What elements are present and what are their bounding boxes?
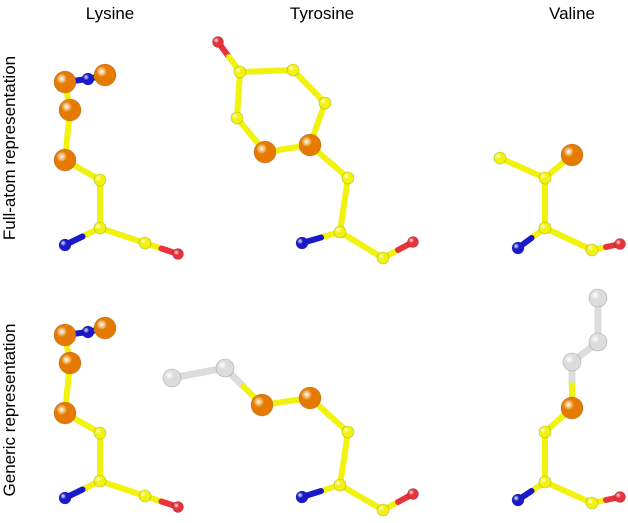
atom bbox=[376, 251, 390, 265]
atom bbox=[81, 325, 95, 339]
atom bbox=[233, 65, 247, 79]
atom bbox=[230, 111, 244, 125]
atom bbox=[295, 490, 309, 504]
atom bbox=[58, 98, 82, 122]
atom bbox=[298, 133, 322, 157]
atom bbox=[286, 63, 300, 77]
atom bbox=[212, 36, 224, 48]
atom bbox=[162, 368, 182, 388]
atom bbox=[53, 148, 77, 172]
atom bbox=[511, 493, 525, 507]
atom bbox=[560, 396, 584, 420]
column-label-tyrosine: Tyrosine bbox=[289, 4, 355, 23]
valine-full-atom-model bbox=[493, 143, 626, 257]
atom bbox=[538, 171, 552, 185]
atom bbox=[215, 358, 235, 378]
atom bbox=[511, 241, 525, 255]
tyrosine-full-atom-model bbox=[212, 36, 419, 265]
atom bbox=[588, 332, 608, 352]
atom bbox=[138, 489, 152, 503]
atom bbox=[58, 491, 72, 505]
lysine-model bbox=[53, 316, 184, 513]
atom bbox=[341, 171, 355, 185]
atom bbox=[53, 401, 77, 425]
atom bbox=[295, 236, 309, 250]
atom bbox=[253, 140, 277, 164]
valine-generic-model bbox=[511, 288, 626, 510]
atom bbox=[341, 425, 355, 439]
atom bbox=[172, 248, 184, 260]
atom bbox=[93, 316, 117, 340]
atom bbox=[138, 236, 152, 250]
atom bbox=[53, 70, 77, 94]
atom bbox=[172, 501, 184, 513]
atom bbox=[93, 63, 117, 87]
atom bbox=[407, 488, 419, 500]
atom bbox=[93, 474, 107, 488]
atom bbox=[614, 238, 626, 250]
atom bbox=[250, 393, 274, 417]
column-label-valine: Valine bbox=[549, 4, 595, 23]
atom bbox=[58, 238, 72, 252]
atom bbox=[585, 243, 599, 257]
atom bbox=[585, 496, 599, 510]
atom bbox=[614, 491, 626, 503]
column-label-lysine: Lysine bbox=[85, 4, 135, 23]
atom bbox=[588, 288, 608, 308]
atom bbox=[81, 72, 95, 86]
tyrosine-generic-model bbox=[162, 358, 419, 517]
atom bbox=[298, 386, 322, 410]
atom bbox=[93, 173, 107, 187]
atom bbox=[407, 236, 419, 248]
atom bbox=[493, 151, 507, 165]
atom bbox=[376, 503, 390, 517]
atom bbox=[538, 475, 552, 489]
atom bbox=[93, 221, 107, 235]
atom bbox=[93, 426, 107, 440]
atom bbox=[58, 351, 82, 375]
atom bbox=[333, 225, 347, 239]
atom bbox=[318, 96, 332, 110]
atom bbox=[562, 352, 582, 372]
atom bbox=[538, 425, 552, 439]
atom bbox=[560, 143, 584, 167]
atom bbox=[53, 323, 77, 347]
lysine-model bbox=[53, 63, 184, 260]
atom bbox=[538, 221, 552, 235]
atom bbox=[333, 478, 347, 492]
